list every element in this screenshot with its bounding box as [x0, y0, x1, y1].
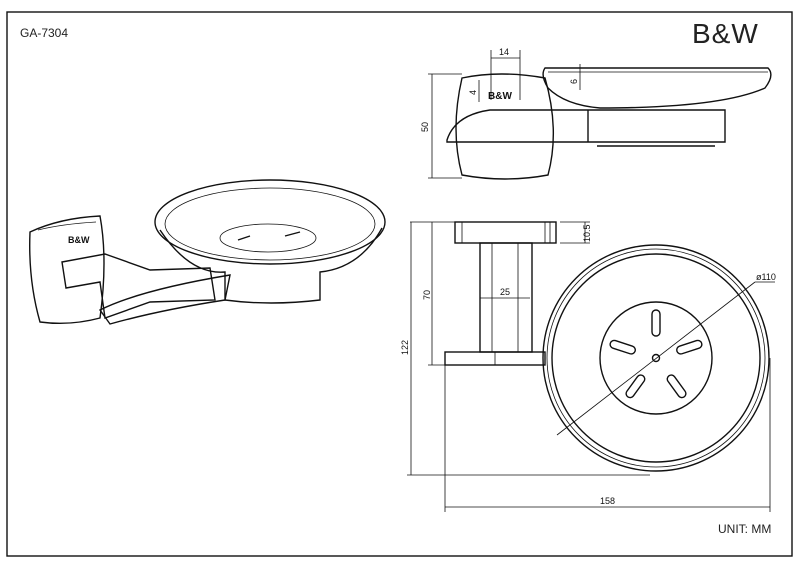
- wall-plate-top: [454, 221, 557, 244]
- perspective-view: B&W: [29, 179, 386, 325]
- dish-side: [542, 67, 772, 109]
- dish-rim-3d: [154, 179, 386, 265]
- dim-110: ø110: [756, 272, 776, 282]
- dim-122: 122: [400, 340, 410, 355]
- unit-label: UNIT: MM: [718, 522, 772, 536]
- drain-slots: [609, 309, 703, 399]
- dim-70: 70: [422, 290, 432, 300]
- top-view: ø110 70 122 25 10.5 158: [400, 221, 776, 512]
- post-top: [479, 242, 533, 353]
- model-number: GA-7304: [20, 26, 69, 40]
- wall-plate-side: [455, 73, 554, 180]
- wall-plate-3d: [29, 215, 105, 325]
- brand-logo: B&W: [692, 18, 759, 49]
- dim-14: 14: [499, 47, 509, 57]
- product-mark-3d: B&W: [68, 235, 90, 245]
- dim-6: 6: [569, 79, 579, 84]
- drain-slot: [651, 309, 661, 337]
- drain-slot: [666, 374, 687, 399]
- drawing-border: [6, 11, 793, 557]
- arm-3d: [61, 253, 216, 319]
- dish-outer-circle: [542, 244, 770, 472]
- dim-4: 4: [468, 90, 478, 95]
- drain-plate: [599, 301, 713, 415]
- drain-center: [651, 353, 661, 363]
- drain-slot: [609, 339, 636, 355]
- diameter-line: [556, 281, 756, 436]
- dim-25: 25: [500, 287, 510, 297]
- side-view: B&W 50 14 4 6: [420, 47, 772, 180]
- drain-slot: [625, 374, 646, 399]
- dim-50: 50: [420, 122, 430, 132]
- product-mark-side: B&W: [488, 91, 512, 102]
- dim-10-5: 10.5: [582, 224, 592, 242]
- arm-side: [446, 109, 726, 143]
- drain-slot: [676, 339, 703, 355]
- dim-158: 158: [600, 496, 615, 506]
